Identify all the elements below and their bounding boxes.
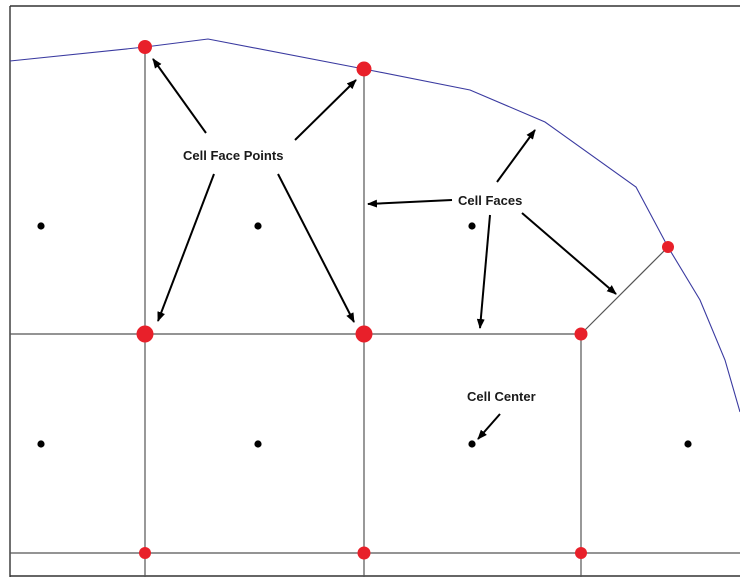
label-cell-faces: Cell Faces	[458, 193, 522, 208]
face-point	[139, 547, 151, 559]
face-point	[356, 61, 372, 77]
cell-center-dot	[684, 440, 692, 448]
face-point	[662, 241, 674, 253]
arrow-cell-face	[521, 212, 617, 295]
face-point	[136, 325, 154, 343]
arrow-cell-face	[496, 129, 536, 183]
face-point	[574, 327, 588, 341]
face-point	[357, 546, 371, 560]
arrow-face-point	[157, 173, 215, 322]
arrow-face-point	[152, 58, 207, 134]
face-point	[138, 40, 152, 54]
face-point	[575, 547, 587, 559]
label-cell-face-points: Cell Face Points	[183, 148, 283, 163]
cell-center-dot	[254, 222, 262, 230]
cell-center-dot	[37, 222, 45, 230]
face-point	[355, 325, 373, 343]
cell-center-dot	[37, 440, 45, 448]
arrow-face-point	[277, 173, 355, 323]
arrow-cell-center	[477, 413, 501, 440]
cell-face-diagonal	[580, 246, 669, 335]
cell-center-dot	[254, 440, 262, 448]
cell-center-dot	[468, 440, 476, 448]
arrow-cell-face	[367, 199, 453, 208]
arrow-face-point	[294, 79, 357, 141]
mesh-boundary-line	[9, 38, 740, 413]
arrow-cell-face	[476, 214, 491, 329]
label-cell-center: Cell Center	[467, 389, 536, 404]
cell-center-dot	[468, 222, 476, 230]
